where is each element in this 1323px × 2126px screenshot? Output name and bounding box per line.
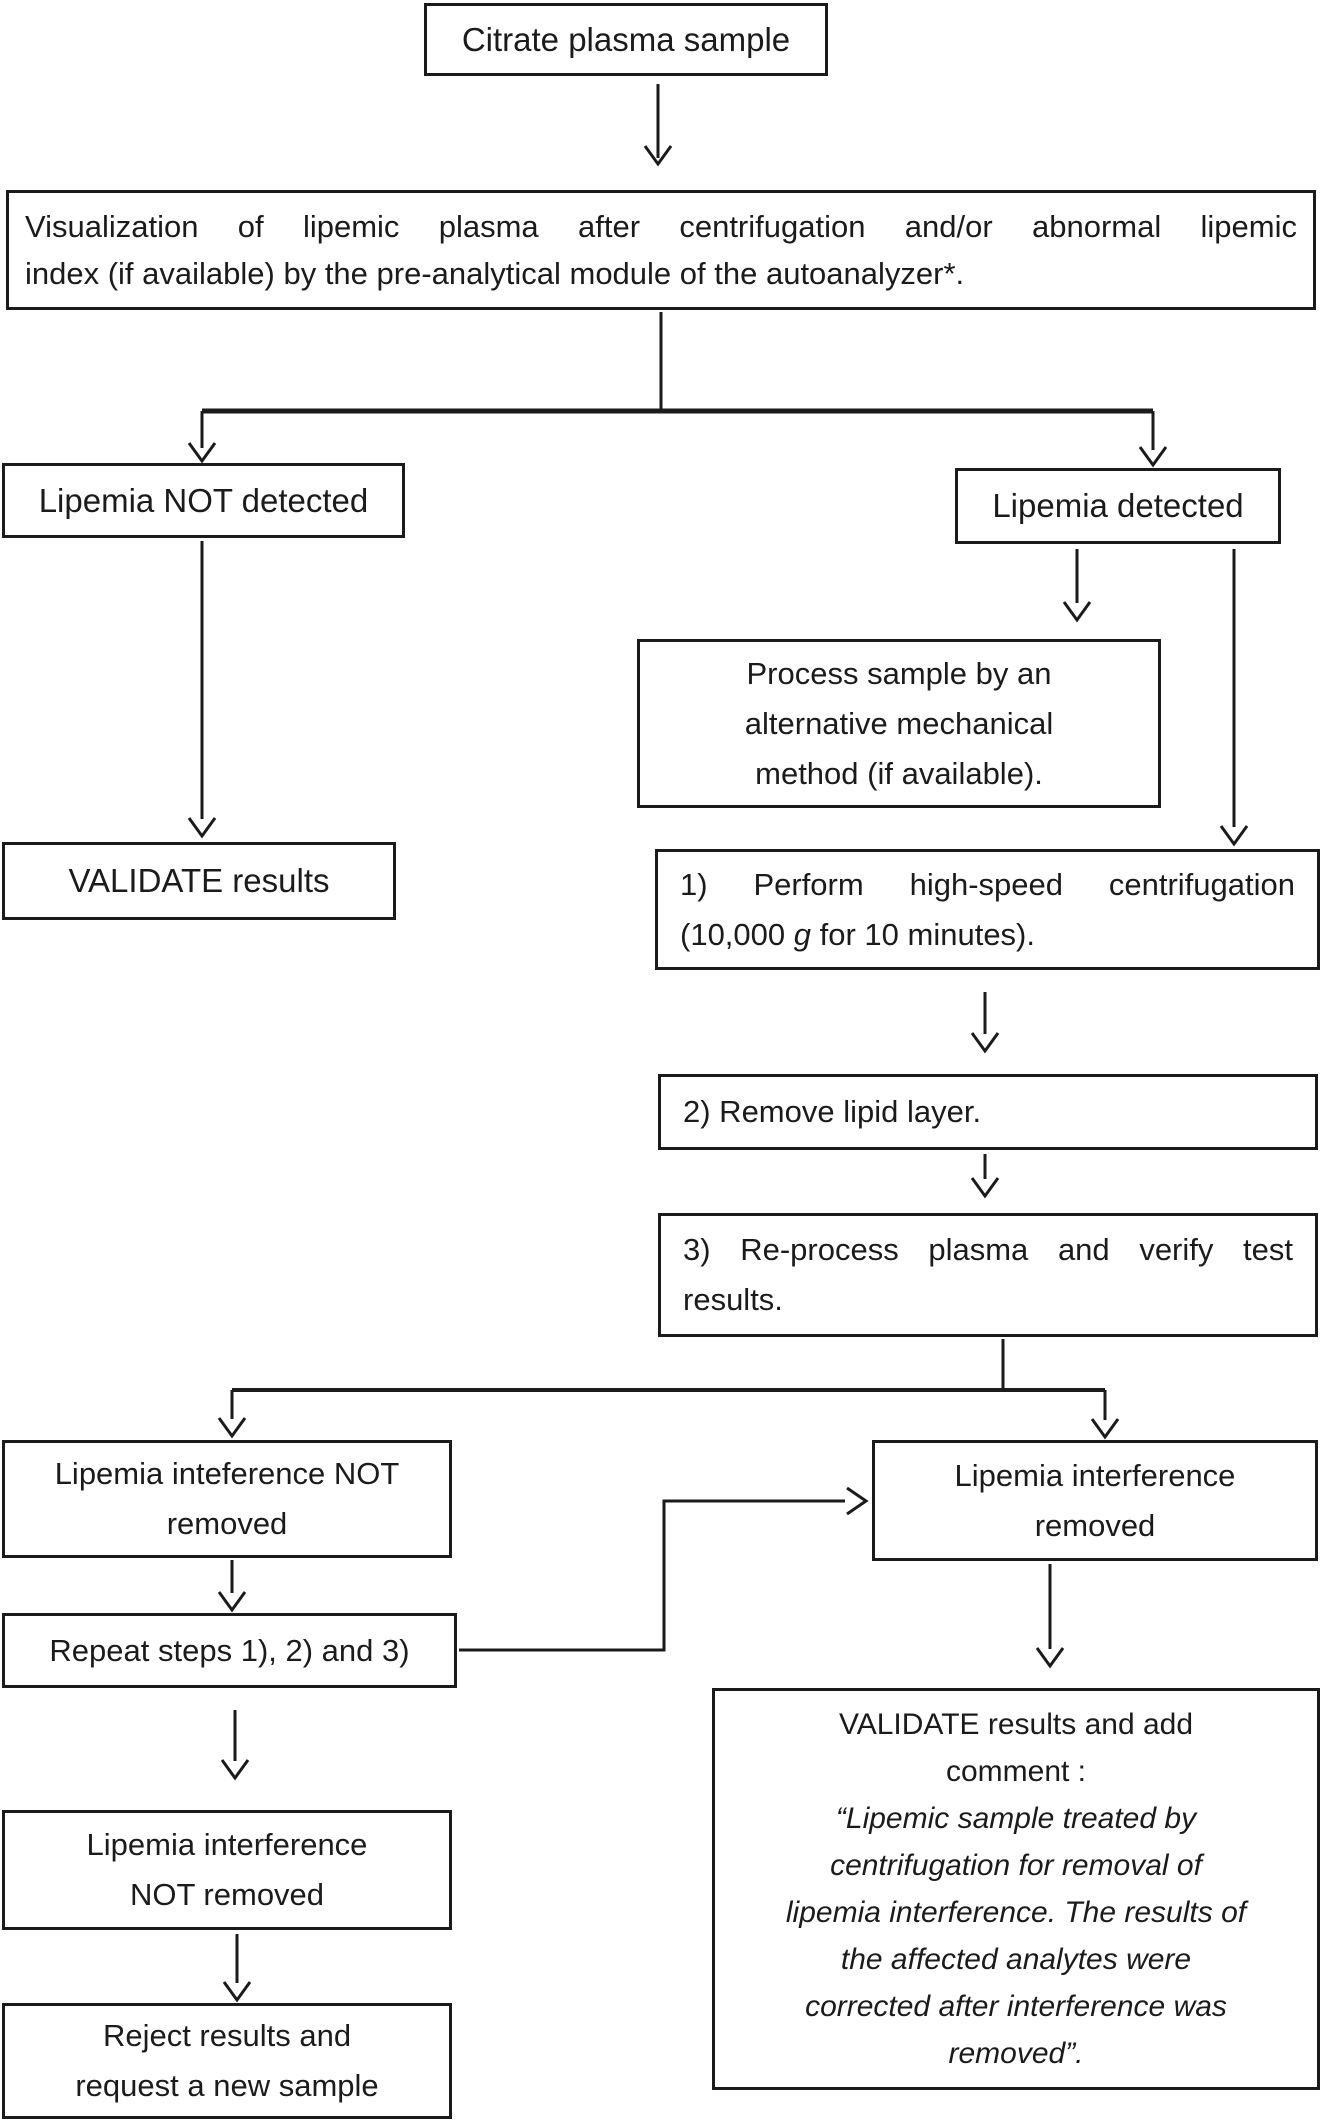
arrowhead-branch-left [187,442,217,464]
node-label-line: results. [683,1282,783,1317]
node-step3-reprocess: 3) Re-process plasma and verify test res… [658,1213,1318,1337]
node-validate-results: VALIDATE results [2,842,396,920]
node-label-line: removed [166,1506,288,1541]
arrowhead-repeat-to-removed [846,1486,869,1516]
node-label-line: Lipemia inteference NOT [54,1456,400,1491]
node-visualization: Visualization of lipemic plasma after ce… [6,190,1316,310]
node-lipemia-detected: Lipemia detected [955,468,1281,544]
node-comment-line: lipemia interference. The results of [785,1896,1247,1929]
node-step1-centrifugation: 1) Perform high-speed centrifugation (10… [655,849,1320,970]
node-validate-with-comment: VALIDATE results and add comment : “Lipe… [712,1688,1320,2090]
node-interference-not-removed: Lipemia inteference NOT removed [2,1440,452,1558]
node-label-line: comment : [945,1755,1087,1788]
node-label-line: VALIDATE results and add [838,1708,1194,1741]
arrowhead-detected-to-process [1062,601,1092,623]
arrowhead-citrate-to-visualization [643,145,673,167]
label-part: (10,000 [680,916,794,952]
node-citrate-sample: Citrate plasma sample [424,3,828,76]
node-label-line: index (if available) by the pre-analytic… [25,256,965,291]
arrowhead-step2-to-step3 [970,1177,1000,1199]
arrowhead-branch2-left [217,1417,247,1439]
node-repeat-steps: Repeat steps 1), 2) and 3) [2,1613,457,1688]
arrowhead-branch-right [1138,446,1168,468]
node-label-line: Reject results and [102,2018,352,2053]
node-label-line: (10,000 g for 10 minutes). [680,910,1295,960]
node-comment-line: “Lipemic sample treated by [835,1802,1197,1835]
node-label-line: alternative mechanical [744,705,1054,741]
node-process-alternative: Process sample by an alternative mechani… [637,639,1161,808]
node-comment-line: centrifugation for removal of [830,1849,1202,1882]
node-comment-line: the affected analytes were [840,1943,1192,1976]
node-label-line: 1) Perform high-speed centrifugation [680,866,1295,902]
node-label-line: Visualization of lipemic plasma after ce… [25,209,1297,244]
node-interference-removed: Lipemia interference removed [872,1440,1318,1561]
node-label-line: removed [1034,1507,1156,1543]
label-part-italic-g: g [793,916,812,952]
node-label-line: method (if available). [755,755,1043,791]
node-label-line: request a new sample [75,2068,379,2103]
arrowhead-notdetected-to-validate [187,817,217,839]
node-label-line: 3) Re-process plasma and verify test [683,1232,1293,1267]
node-comment-line: removed”. [948,2037,1084,2070]
node-step2-remove-lipid: 2) Remove lipid layer. [658,1074,1318,1150]
arrowhead-removed-to-validatecomment [1035,1647,1065,1669]
arrowhead-repeat-to-notremoved2 [220,1759,250,1781]
node-label-line: Lipemia interference [86,1827,368,1862]
arrowhead-branch2-right [1090,1418,1120,1440]
node-interference-not-removed-2: Lipemia interference NOT removed [2,1810,452,1930]
label-part: for 10 minutes). [811,916,1035,952]
arrowhead-detected-to-step1 [1219,825,1249,847]
node-label: 2) Remove lipid layer. [683,1094,982,1129]
node-label: VALIDATE results [68,862,330,899]
arrowhead-notremoved2-to-reject [222,1981,252,2003]
node-label: Repeat steps 1), 2) and 3) [49,1632,410,1668]
node-label: Citrate plasma sample [461,20,791,58]
node-comment-line: corrected after interference was [805,1990,1227,2023]
node-label-line: Lipemia interference [954,1457,1236,1493]
node-lipemia-not-detected: Lipemia NOT detected [2,463,405,538]
node-reject-results: Reject results and request a new sample [2,2003,452,2119]
arrowhead-step1-to-step2 [970,1032,1000,1054]
line-repeat-to-removed [459,1499,845,1652]
arrowhead-notremoved-to-repeat [217,1591,247,1613]
node-label-line: NOT removed [129,1877,325,1912]
node-label: Lipemia NOT detected [38,481,369,519]
node-label: Lipemia detected [992,487,1244,524]
node-label-line: Process sample by an [746,655,1052,691]
